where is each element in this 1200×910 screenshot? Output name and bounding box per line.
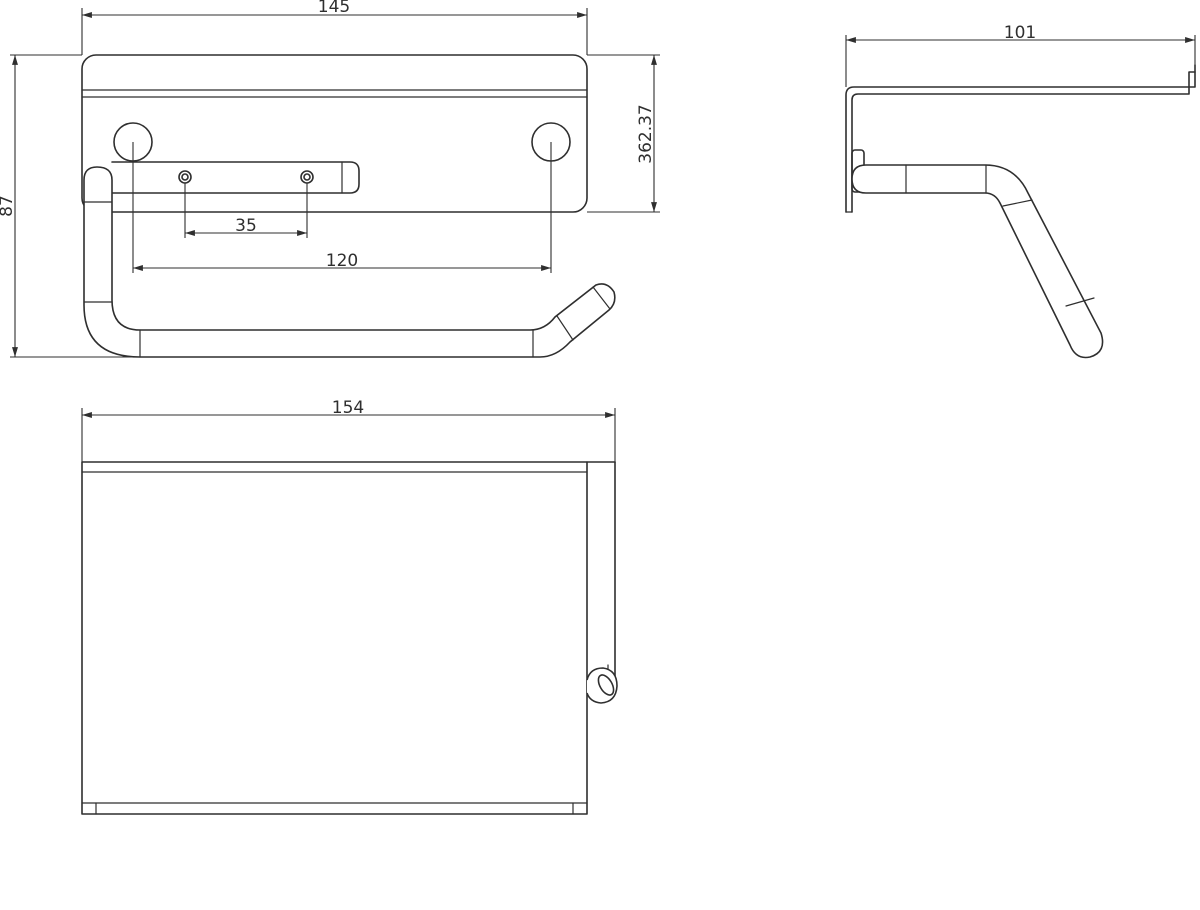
dim-front-width: 145 xyxy=(81,0,588,55)
top-arm-tip-cap xyxy=(597,674,615,696)
dim-side-depth: 101 xyxy=(845,23,1196,87)
dim-top-width-label: 154 xyxy=(332,398,364,418)
screw-hole-right-inner xyxy=(303,173,311,181)
dim-mount-spacing-label: 120 xyxy=(326,251,358,271)
front-view xyxy=(81,54,616,358)
dim-front-width-label: 145 xyxy=(318,0,350,17)
dim-side-depth-label: 101 xyxy=(1004,23,1036,43)
screw-hole-right xyxy=(300,170,314,184)
wall-plate xyxy=(81,54,588,213)
dim-screw-spacing: 35 xyxy=(184,183,308,238)
side-arm-joint-3 xyxy=(1002,199,1033,207)
dim-top-width: 154 xyxy=(81,398,616,462)
dim-screw-spacing-label: 35 xyxy=(235,216,257,236)
dim-mount-spacing: 120 xyxy=(132,142,552,273)
dim-total-height-label: 87 xyxy=(0,195,17,217)
screw-bar xyxy=(111,161,360,194)
screw-hole-left xyxy=(178,170,192,184)
dim-plate-height-label: 362.37 xyxy=(636,104,656,163)
top-shelf xyxy=(81,461,588,815)
top-view xyxy=(81,461,618,815)
side-bracket-inner xyxy=(851,71,1196,213)
screw-hole-left-inner xyxy=(181,173,189,181)
side-view xyxy=(845,64,1196,359)
side-arm xyxy=(851,164,1104,359)
arm-joint-tip xyxy=(556,315,574,341)
dim-total-height: 87 xyxy=(0,54,140,358)
holder-arm xyxy=(83,166,616,358)
arm-tip-cap xyxy=(592,286,611,310)
dim-plate-height: 362.37 xyxy=(587,54,660,213)
side-arm-joint-4 xyxy=(1065,297,1095,307)
side-bracket-outer xyxy=(845,64,1196,213)
